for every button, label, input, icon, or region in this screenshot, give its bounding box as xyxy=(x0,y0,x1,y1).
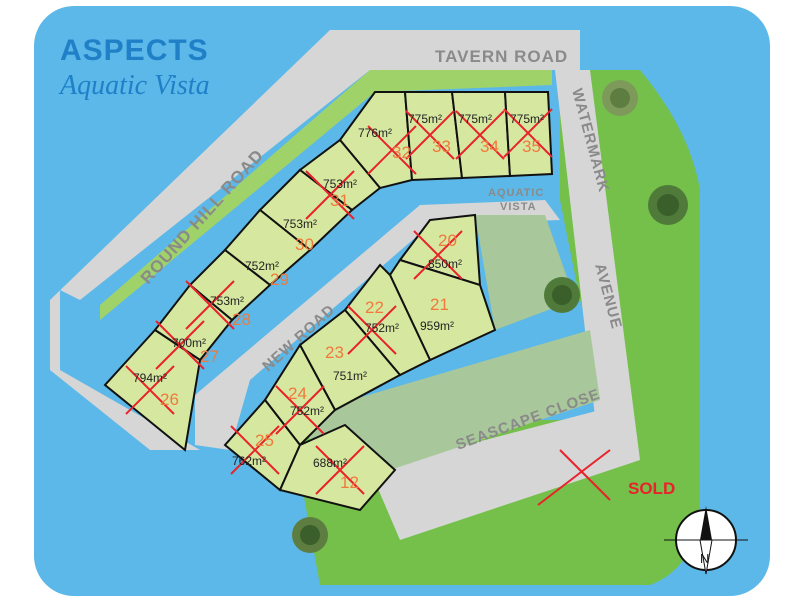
watermark-avenue-surface xyxy=(555,70,640,460)
sold-marks xyxy=(125,108,553,495)
north-arrow-icon xyxy=(664,506,748,575)
lot-area-label: 776m² xyxy=(358,126,392,140)
reserve-south xyxy=(300,330,600,490)
lot-area-label: 688m² xyxy=(313,456,347,470)
sold-cross-icon xyxy=(413,230,463,280)
round-hill-road-surface xyxy=(50,30,370,450)
tree-icon xyxy=(292,517,328,553)
new-road-surface xyxy=(195,200,560,450)
sold-cross-icon xyxy=(305,170,355,220)
brand-title: ASPECTS xyxy=(60,34,209,67)
lot-number-label: 20 xyxy=(438,231,457,250)
sold-legend-label: SOLD xyxy=(628,479,675,498)
lot-number-label: 25 xyxy=(255,431,274,450)
lot-number-label: 34 xyxy=(480,137,499,156)
sold-cross-icon xyxy=(155,320,205,370)
lot-area-label: 700m² xyxy=(172,336,206,350)
lot-area-label: 753m² xyxy=(283,217,317,231)
lot-area-label: 751m² xyxy=(333,369,367,383)
lot-number-label: 28 xyxy=(232,310,251,329)
lot-number-label: 24 xyxy=(288,384,307,403)
landscape-strip xyxy=(100,70,552,320)
sold-cross-icon xyxy=(125,365,175,415)
lot-number-label: 21 xyxy=(430,295,449,314)
lot-number-label: 22 xyxy=(365,298,384,317)
lot-polygon[interactable] xyxy=(343,263,432,377)
lot-number-label: 30 xyxy=(295,235,314,254)
lot-area-label: 775m² xyxy=(510,112,544,126)
lot-number-label: 29 xyxy=(270,270,289,289)
lot-area-label: 752m² xyxy=(290,404,324,418)
lot-number-label: 12 xyxy=(340,473,359,492)
lot-area-label: 775m² xyxy=(458,112,492,126)
lot-area-label: 775m² xyxy=(408,112,442,126)
lot-area-label: 959m² xyxy=(420,319,454,333)
sold-cross-icon xyxy=(503,108,553,158)
road-label-vista: VISTA xyxy=(500,201,537,213)
sold-cross-icon xyxy=(455,110,505,160)
lot-number-label: 33 xyxy=(432,137,451,156)
sold-cross-icon xyxy=(367,125,417,175)
tree-icon xyxy=(648,185,688,225)
sold-legend-cross-icon xyxy=(537,449,611,506)
lot-polygon[interactable] xyxy=(338,91,414,190)
road-label-aquatic: AQUATIC xyxy=(488,187,544,199)
tree-icon xyxy=(602,80,638,116)
seascape-close-surface xyxy=(370,410,640,540)
lot-number-label: 26 xyxy=(160,390,179,409)
lot-number-label: 31 xyxy=(330,191,349,210)
lot-labels: 776m²32775m²33775m²34775m²35753m²31753m²… xyxy=(133,112,544,492)
lot-number-label: 35 xyxy=(522,137,541,156)
sold-cross-icon xyxy=(185,280,235,330)
lot-area-label: 752m² xyxy=(365,321,399,335)
road-label-tavern: TAVERN ROAD xyxy=(435,47,568,66)
sold-cross-icon xyxy=(315,445,365,495)
lot-polygon[interactable] xyxy=(388,258,497,362)
lot-area-label: 753m² xyxy=(210,294,244,308)
sold-cross-icon xyxy=(347,305,397,355)
tree-icon xyxy=(544,277,580,313)
sold-cross-icon xyxy=(275,385,325,435)
lot-group-south xyxy=(223,213,497,512)
compass-north-label: N xyxy=(700,551,709,566)
lot-area-label: 762m² xyxy=(232,454,266,468)
lot-group-north xyxy=(103,91,554,452)
sold-cross-icon xyxy=(230,425,280,475)
tavern-road-surface xyxy=(330,30,580,70)
lot-number-label: 32 xyxy=(392,143,411,162)
lot-area-label: 753m² xyxy=(323,177,357,191)
lot-area-label: 850m² xyxy=(428,257,462,271)
lot-number-label: 23 xyxy=(325,343,344,362)
lot-area-label: 752m² xyxy=(245,259,279,273)
lot-area-label: 794m² xyxy=(133,371,167,385)
lot-number-label: 27 xyxy=(200,347,219,366)
sold-cross-icon xyxy=(405,110,455,160)
brand-subtitle: Aquatic Vista xyxy=(60,70,210,101)
